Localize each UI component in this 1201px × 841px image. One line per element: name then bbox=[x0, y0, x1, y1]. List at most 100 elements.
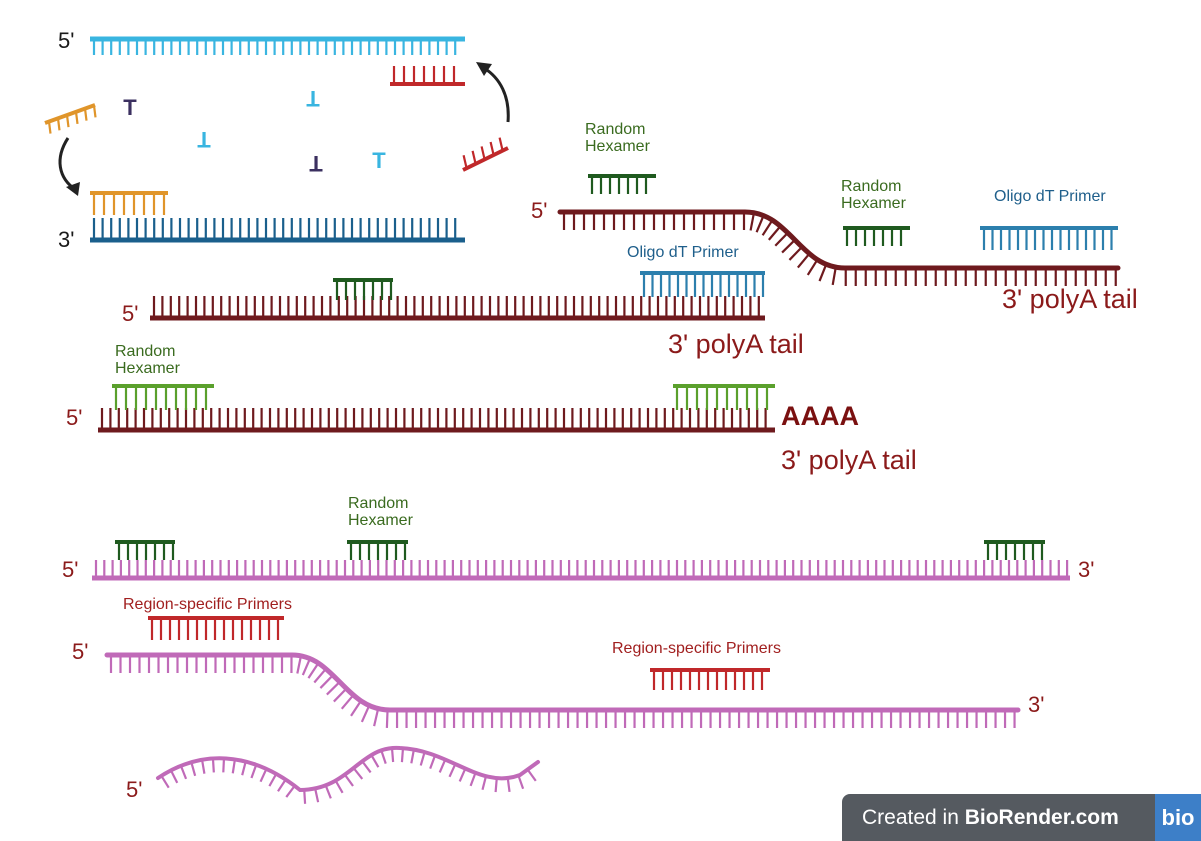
strand5-base bbox=[385, 709, 389, 728]
free-orange-base bbox=[74, 111, 79, 124]
strand1-base bbox=[749, 212, 756, 231]
strand1-base bbox=[755, 215, 765, 233]
strand6-base bbox=[429, 755, 437, 769]
strand6-base bbox=[324, 784, 332, 799]
strand1-base bbox=[767, 225, 782, 241]
strand5-base bbox=[313, 668, 327, 684]
strand1-base bbox=[781, 239, 796, 254]
top-strand-5-prime: 5' bbox=[58, 28, 75, 53]
free-orange-base bbox=[65, 114, 70, 128]
free-red-base bbox=[480, 146, 486, 160]
strand6-base bbox=[352, 767, 364, 780]
strand6-base bbox=[222, 758, 226, 773]
free-orange-base bbox=[83, 108, 88, 121]
oligo-dt-label-2: Oligo dT Primer bbox=[627, 244, 739, 261]
strand5-base bbox=[301, 658, 312, 676]
strand6-base bbox=[419, 751, 426, 766]
strand5-base bbox=[340, 694, 355, 710]
nucleotide-t: T bbox=[197, 127, 211, 152]
strand1-base bbox=[806, 259, 819, 276]
random-hexamer-label-1: Random Hexamer bbox=[585, 121, 650, 155]
strand6-base bbox=[285, 785, 296, 798]
strand5-3-prime: 3' bbox=[1028, 692, 1045, 717]
free-red-base bbox=[498, 137, 504, 151]
strand1-base bbox=[788, 246, 803, 261]
strand6-base bbox=[494, 778, 498, 793]
strand6-base bbox=[526, 768, 537, 782]
strand5-base bbox=[350, 700, 362, 717]
strand6-base bbox=[250, 764, 258, 779]
strand1-base bbox=[797, 253, 811, 269]
strand6-base bbox=[268, 773, 278, 787]
strand6-base bbox=[400, 748, 405, 763]
random-hexamer-label-2: Random Hexamer bbox=[841, 178, 906, 212]
strand1-base bbox=[831, 266, 837, 286]
biorender-badge[interactable]: Created in BioRender.com bio bbox=[842, 794, 1201, 841]
left-arrow bbox=[58, 137, 77, 192]
strand6-base bbox=[481, 775, 488, 791]
strand6-base bbox=[169, 769, 179, 784]
polya-tail-label-2: 3' polyA tail bbox=[668, 329, 804, 359]
strand6-base bbox=[314, 788, 320, 803]
biorender-logo-icon: bio bbox=[1155, 794, 1201, 841]
strand6-base bbox=[190, 762, 197, 777]
free-orange-primer bbox=[44, 103, 96, 125]
strand5-base bbox=[373, 708, 380, 727]
free-orange-base bbox=[92, 105, 97, 118]
free-red-base bbox=[471, 150, 477, 165]
region-specific-label-1: Region-specific Primers bbox=[123, 596, 292, 613]
strand6-base bbox=[241, 761, 247, 776]
right-arrow bbox=[483, 66, 510, 123]
strand5-base bbox=[360, 705, 371, 723]
strand3-5-prime: 5' bbox=[66, 405, 83, 430]
strand6-base bbox=[380, 750, 387, 764]
free-orange-base bbox=[47, 121, 52, 134]
right-arrow-head bbox=[476, 62, 492, 76]
random-hexamer-label-4: Random Hexamer bbox=[348, 495, 413, 529]
strand5-base bbox=[296, 655, 303, 674]
strand6-base bbox=[211, 758, 215, 773]
strand2-5-prime: 5' bbox=[122, 301, 139, 326]
strand5-base bbox=[307, 662, 320, 679]
nucleotide-t: T bbox=[309, 151, 323, 176]
strand6-base bbox=[259, 768, 268, 783]
strand6-base bbox=[303, 789, 307, 804]
strand6-base bbox=[343, 774, 354, 787]
strand6-base bbox=[458, 768, 467, 782]
strand6-base bbox=[469, 772, 477, 787]
free-orange-base bbox=[56, 118, 61, 131]
strand4-5-prime: 5' bbox=[62, 557, 79, 582]
free-red-base bbox=[489, 141, 495, 156]
nucleotide-t: T bbox=[306, 86, 320, 111]
strand6-backbone bbox=[156, 745, 540, 793]
strand1-base bbox=[818, 263, 828, 282]
aaaa-label: AAAA bbox=[781, 401, 859, 431]
strand6-base bbox=[517, 775, 525, 790]
strand6-base bbox=[390, 747, 395, 763]
strand6-base bbox=[370, 754, 380, 768]
strand5-base bbox=[319, 674, 334, 689]
strand6-base bbox=[200, 759, 206, 774]
strand1-base bbox=[761, 219, 774, 236]
nucleotide-t: T bbox=[372, 148, 386, 173]
strand6-base bbox=[506, 777, 511, 793]
strand1-base bbox=[774, 232, 789, 247]
badge-text: Created in BioRender.com bbox=[862, 805, 1119, 829]
strand6-base bbox=[179, 765, 188, 780]
oligo-dt-label-1: Oligo dT Primer bbox=[994, 188, 1106, 205]
left-arrow-head bbox=[66, 182, 80, 196]
region-specific-label-2: Region-specific Primers bbox=[612, 640, 781, 657]
strand6-base bbox=[334, 780, 344, 794]
polya-tail-label-1: 3' polyA tail bbox=[1002, 284, 1138, 314]
strand6-base bbox=[160, 775, 170, 789]
strand6-base bbox=[277, 778, 287, 792]
strand6-base bbox=[448, 763, 457, 778]
strand5-base bbox=[326, 681, 341, 696]
strand4-3-prime: 3' bbox=[1078, 557, 1095, 582]
bottom-strand-3-prime: 3' bbox=[58, 227, 75, 252]
strand6-base bbox=[438, 759, 447, 773]
strand5-5-prime: 5' bbox=[72, 639, 89, 664]
strand6-base bbox=[231, 759, 236, 774]
